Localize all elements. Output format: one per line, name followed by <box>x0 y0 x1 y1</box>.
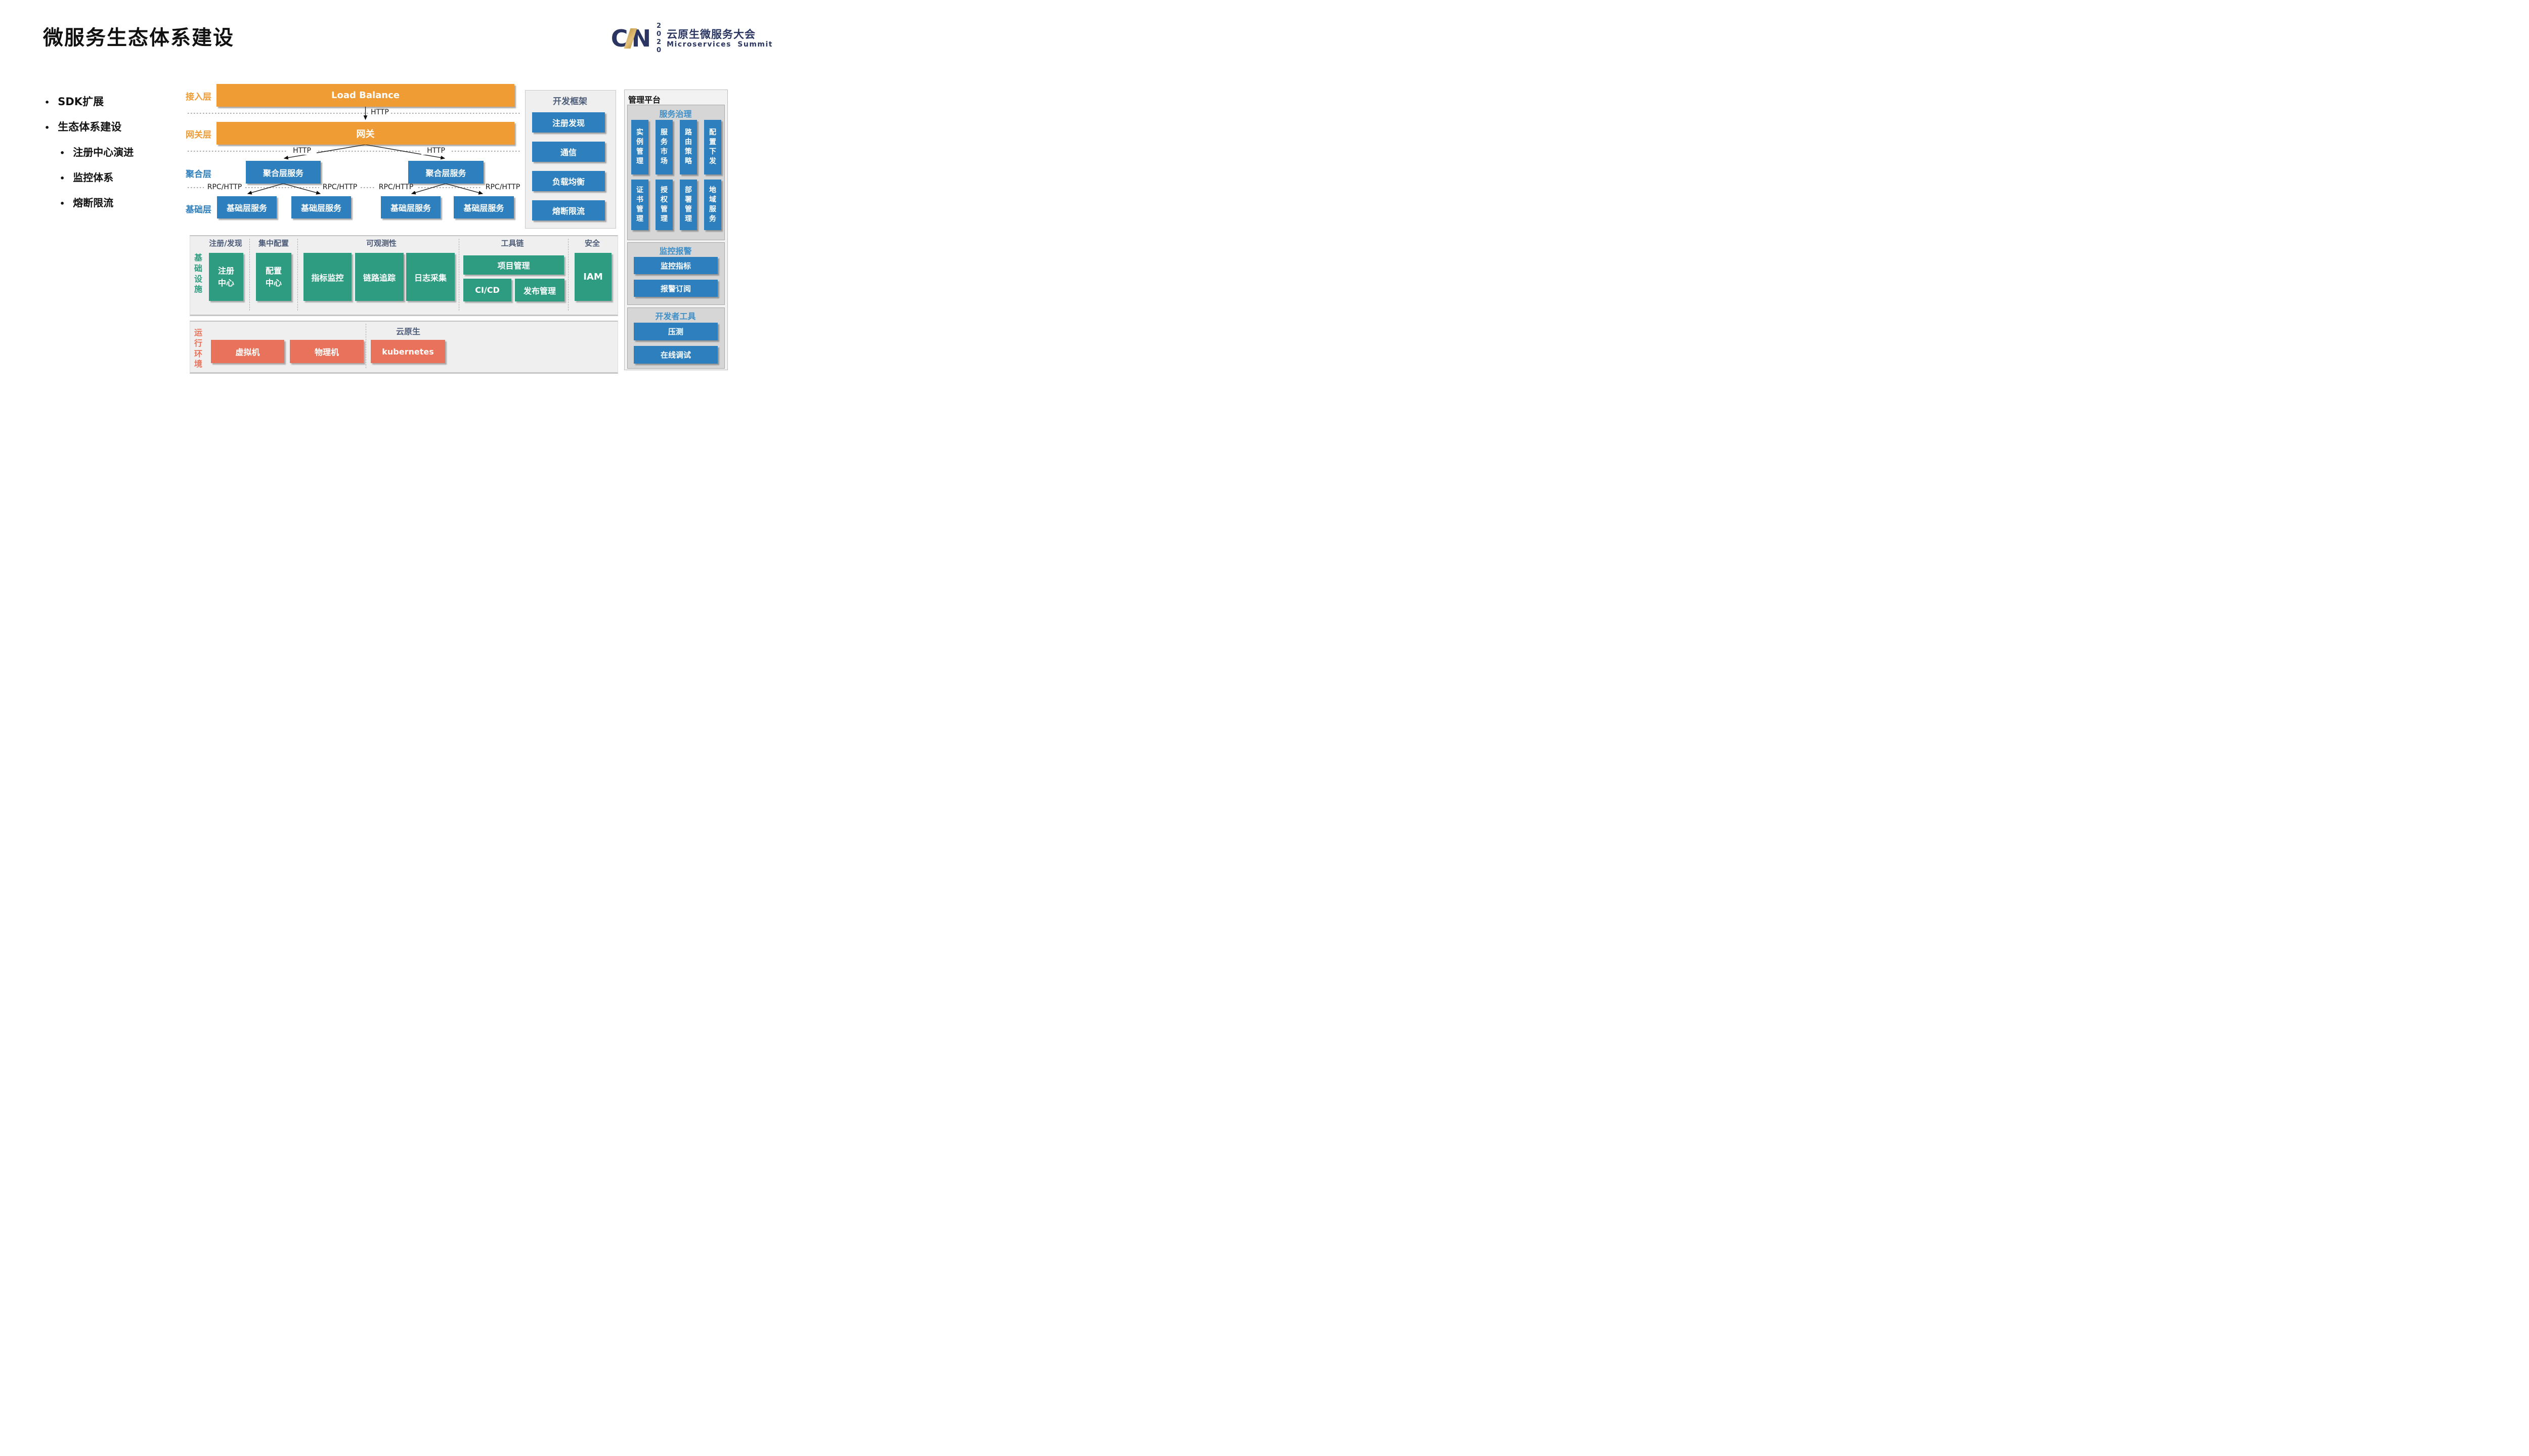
column-header-observability: 可观测性 <box>366 239 397 248</box>
cicd-box: CI/CD <box>463 279 511 301</box>
page-title: 微服务生态体系建设 <box>43 26 234 50</box>
governance-box-instance: 实例管理 <box>631 120 648 174</box>
bullet-icon: • <box>45 123 50 133</box>
governance-box-market: 服务市场 <box>656 120 673 174</box>
kubernetes-box: kubernetes <box>371 340 445 363</box>
column-header-toolchain: 工具链 <box>501 239 524 248</box>
bullet-icon: • <box>60 199 65 208</box>
base-service-box: 基础层服务 <box>217 196 277 218</box>
bullet-icon: • <box>60 148 65 158</box>
bullet-icon: • <box>60 173 65 183</box>
column-header-registry: 注册/发现 <box>209 239 242 248</box>
framework-item-registry: 注册发现 <box>532 112 605 133</box>
layer-label-aggregation: 聚合层 <box>186 169 211 180</box>
rpc-http-label: RPC/HTTP <box>482 183 524 191</box>
logo-name-en: Microservices Summit <box>667 40 773 49</box>
conference-logo: C N 2020 云原生微服务大会 Microservices Summit <box>611 22 773 55</box>
alert-subscription-bar: 报警订阅 <box>634 280 718 297</box>
framework-item-communication: 通信 <box>532 142 605 162</box>
governance-box-region: 地域服务 <box>704 180 721 230</box>
outline-subitem: •监控体系 <box>60 171 114 184</box>
project-management-box: 项目管理 <box>463 255 564 275</box>
base-service-box: 基础层服务 <box>291 196 351 218</box>
slide: 微服务生态体系建设 C N 2020 云原生微服务大会 Microservice… <box>0 0 782 440</box>
governance-header: 服务治理 <box>659 109 692 119</box>
governance-box-authorization: 授权管理 <box>656 180 673 230</box>
physical-machine-box: 物理机 <box>290 340 364 363</box>
bullet-icon: • <box>45 98 50 107</box>
config-center-box: 配置中心 <box>256 253 291 301</box>
runtime-side-label: 运行环境 <box>194 328 203 369</box>
infrastructure-side-label: 基础设施 <box>194 253 203 294</box>
divider <box>249 239 250 311</box>
cloud-native-header: 云原生 <box>396 327 420 336</box>
divider <box>568 239 569 311</box>
outline-list: •SDK扩展 •生态体系建设 •注册中心演进 •监控体系 •熔断限流 <box>45 94 196 220</box>
divider <box>297 239 298 311</box>
governance-box-config-push: 配置下发 <box>704 120 721 174</box>
governance-box-deployment: 部署管理 <box>680 180 697 230</box>
infrastructure-panel <box>190 235 618 316</box>
release-management-box: 发布管理 <box>515 279 564 301</box>
outline-item: •生态体系建设 <box>45 121 122 133</box>
aggregation-service-box: 聚合层服务 <box>246 161 321 184</box>
logo-year: 2020 <box>655 22 663 55</box>
base-service-box: 基础层服务 <box>381 196 441 218</box>
management-platform-header: 管理平台 <box>628 95 661 105</box>
column-header-config: 集中配置 <box>258 239 289 248</box>
monitoring-header: 监控报警 <box>659 246 692 256</box>
load-testing-bar: 压测 <box>634 323 718 340</box>
outline-subitem: •注册中心演进 <box>60 146 134 158</box>
iam-box: IAM <box>575 253 612 301</box>
vm-box: 虚拟机 <box>211 340 284 363</box>
online-debugging-bar: 在线调试 <box>634 346 718 364</box>
registry-center-box: 注册中心 <box>209 253 243 301</box>
http-label: HTTP <box>421 147 451 155</box>
rpc-http-label: RPC/HTTP <box>319 183 361 191</box>
load-balance-bar: Load Balance <box>216 84 514 107</box>
framework-item-load-balancing: 负载均衡 <box>532 171 605 191</box>
tracing-box: 链路追踪 <box>355 253 404 301</box>
column-header-security: 安全 <box>584 239 600 248</box>
base-service-box: 基础层服务 <box>454 196 514 218</box>
framework-item-circuit-breaking: 熔断限流 <box>532 200 605 220</box>
rpc-http-label: RPC/HTTP <box>375 183 417 191</box>
log-collection-box: 日志采集 <box>406 253 455 301</box>
gateway-bar: 网关 <box>216 122 514 145</box>
governance-box-routing: 路由策略 <box>680 120 697 174</box>
layer-label-gateway: 网关层 <box>186 130 211 140</box>
outline-subitem: •熔断限流 <box>60 197 114 209</box>
monitoring-metrics-bar: 监控指标 <box>634 257 718 274</box>
logo-name-cn: 云原生微服务大会 <box>667 28 756 40</box>
rpc-http-label: RPC/HTTP <box>204 183 245 191</box>
layer-label-access: 接入层 <box>186 92 211 102</box>
aggregation-service-box: 聚合层服务 <box>408 161 484 184</box>
dev-framework-header: 开发框架 <box>553 97 587 107</box>
layer-label-base: 基础层 <box>186 205 211 215</box>
metrics-monitoring-box: 指标监控 <box>303 253 352 301</box>
http-label: HTTP <box>287 147 317 155</box>
http-label: HTTP <box>369 108 390 116</box>
devtools-header: 开发者工具 <box>655 312 696 321</box>
governance-box-certificate: 证书管理 <box>631 180 648 230</box>
cn-logo-icon: C N <box>611 25 651 52</box>
outline-item: •SDK扩展 <box>45 96 104 108</box>
